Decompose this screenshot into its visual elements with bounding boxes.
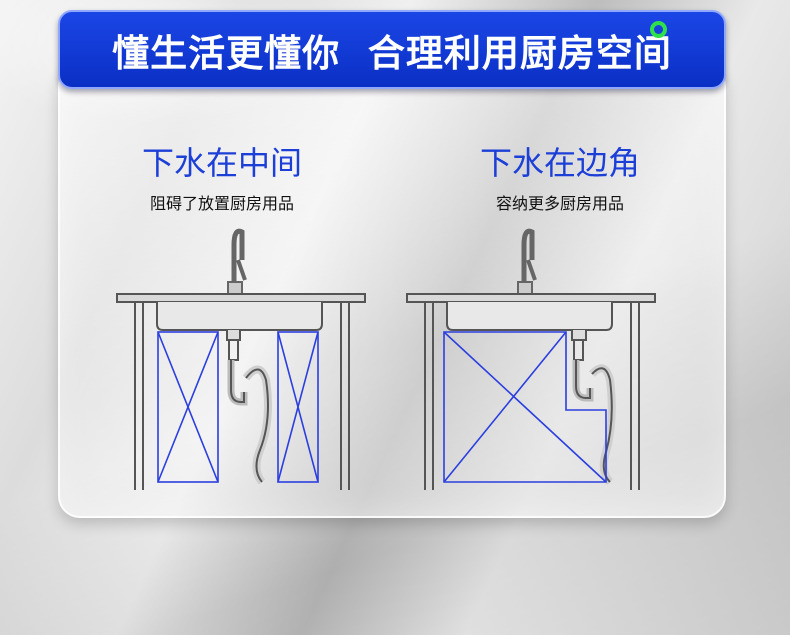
sink-diagram-drain-corner <box>406 228 656 490</box>
banner-title: 懂生活更懂你 合理利用厨房空间 <box>112 31 672 75</box>
panel-right-heading: 下水在边角 <box>479 144 640 182</box>
sink-diagram-drain-middle <box>116 228 366 490</box>
panel-right-subheading: 容纳更多厨房用品 <box>495 194 624 213</box>
panel-left-subheading: 阻碍了放置厨房用品 <box>149 194 294 213</box>
green-ring-icon <box>650 21 667 38</box>
title-banner: 懂生活更懂你 合理利用厨房空间 <box>58 10 726 89</box>
panel-left-heading: 下水在中间 <box>141 144 302 182</box>
comparison-card <box>58 64 726 518</box>
